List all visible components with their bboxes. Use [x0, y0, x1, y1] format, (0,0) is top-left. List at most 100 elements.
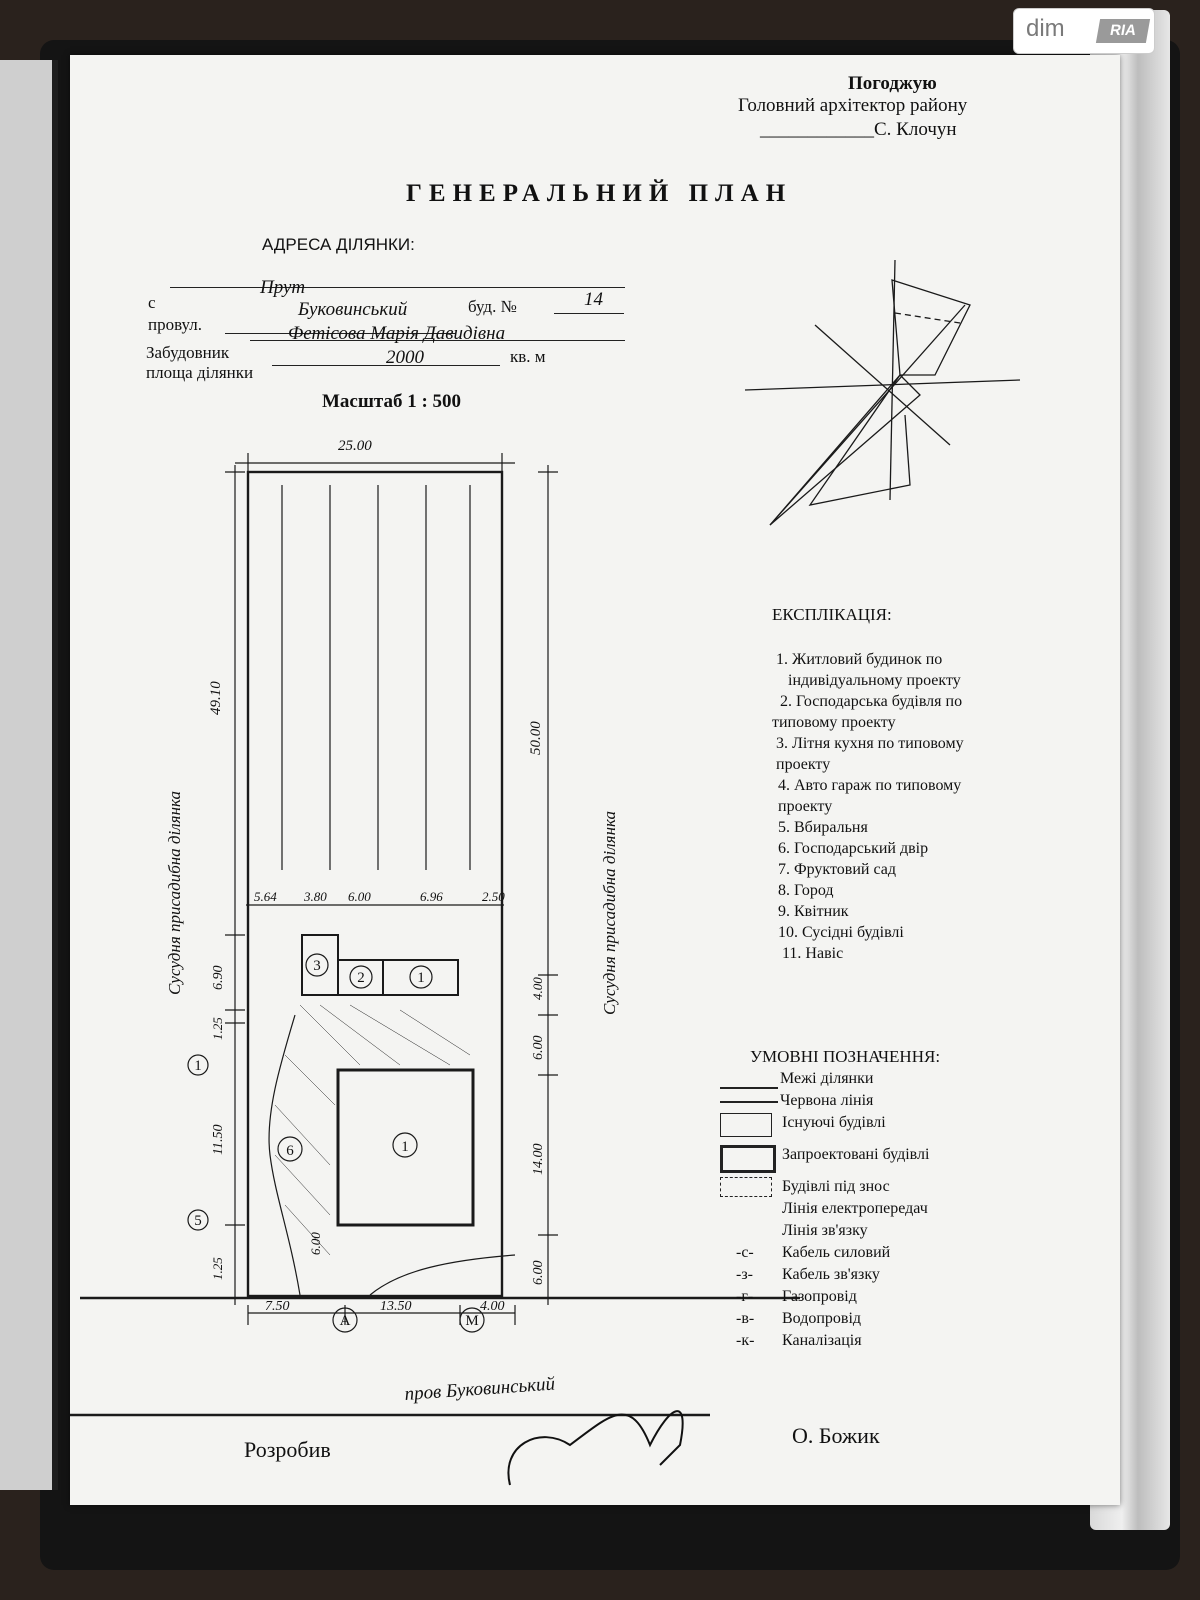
- plot-boundary: [246, 470, 504, 1298]
- legend-heading: УМОВНІ ПОЗНАЧЕННЯ:: [750, 1047, 941, 1066]
- dim-right: 14.00: [531, 1144, 546, 1176]
- marker-label: А: [340, 1313, 351, 1329]
- dim-right: 4.00: [530, 977, 545, 1000]
- explication-item: 7. Фруктовий сад: [778, 861, 896, 878]
- approval-agree: Погоджую: [848, 73, 937, 94]
- marker-label: 1: [417, 970, 425, 986]
- explication-item: 2. Господарська будівля по: [780, 693, 963, 710]
- dim-row: 2.50: [482, 889, 505, 904]
- signature-mark: [507, 1410, 684, 1486]
- building-line: [554, 313, 624, 314]
- dim-row: 3.80: [303, 889, 327, 904]
- legend-label: Водопровід: [782, 1310, 862, 1327]
- marker-label: 3: [313, 958, 321, 974]
- village-line: [170, 287, 625, 288]
- area-unit: кв. м: [510, 347, 546, 366]
- explication-item: 3. Літня кухня по типовому: [776, 735, 964, 752]
- explication-item: індивідуальному проекту: [788, 672, 961, 689]
- marker-label: 5: [194, 1213, 202, 1229]
- area-label: площа ділянки: [146, 363, 254, 382]
- dim-small: 6.00: [308, 1232, 323, 1255]
- area-value: 2000: [386, 347, 424, 368]
- legend-label: Лінія електропередач: [782, 1200, 928, 1217]
- lane-value: Буковинський: [298, 299, 408, 320]
- legend-label: Кабель силовий: [782, 1244, 891, 1261]
- dim-right: 6.00: [531, 1036, 546, 1061]
- legend-symbol: -в-: [736, 1310, 755, 1327]
- legend-symbol: -з-: [736, 1266, 753, 1283]
- developer-value: Фетісова Марія Давидівна: [288, 323, 506, 344]
- dim-bottom: 13.50: [380, 1299, 412, 1314]
- building-value: 14: [584, 289, 603, 310]
- dim-row: 6.00: [348, 889, 371, 904]
- marker-circle: [187, 1054, 209, 1076]
- marker-label: 2: [357, 970, 365, 986]
- marker-circle: [277, 1136, 303, 1162]
- lane-label: провул.: [148, 315, 203, 334]
- legend-label: Кабель зв'язку: [782, 1266, 880, 1283]
- marker-circle: [409, 965, 433, 989]
- area-line: [272, 365, 500, 366]
- legend-label: Запроектовані будівлі: [782, 1146, 930, 1163]
- scale-label: Масштаб 1 : 500: [322, 391, 462, 412]
- village-label: с: [148, 293, 156, 312]
- explication-item: 1. Житловий будинок по: [776, 651, 943, 668]
- building-label: буд. №: [468, 297, 517, 316]
- legend-label: Існуючі будівлі: [782, 1114, 886, 1131]
- dim-row: 6.96: [420, 889, 443, 904]
- building-house: [336, 1068, 475, 1227]
- dim-left: 6.90: [211, 966, 226, 991]
- address-heading: АДРЕСА ДІЛЯНКИ:: [262, 235, 415, 254]
- developer-label: Забудовник: [146, 343, 230, 362]
- marker-circle: [392, 1132, 418, 1158]
- developer-name: О. Божик: [792, 1423, 880, 1448]
- legend-symbol-designed: [720, 1145, 776, 1173]
- marker-label: 6: [286, 1143, 294, 1159]
- marker-circle: [459, 1307, 485, 1333]
- explication-item: 9. Квітник: [778, 903, 849, 920]
- explication-item: 11. Навіс: [782, 945, 844, 962]
- marker-circle: [187, 1209, 209, 1231]
- dim-right: 6.00: [531, 1261, 546, 1286]
- approval-signature-line: ____________С. Клочун: [760, 119, 957, 140]
- legend-label: Будівлі під знос: [782, 1178, 890, 1195]
- watermark-brand: RIA: [1095, 19, 1151, 43]
- legend-symbol: -к-: [736, 1332, 755, 1349]
- village-value: Прут: [260, 277, 306, 298]
- legend-symbol: -с-: [736, 1244, 754, 1261]
- neighbour-right-label: Сусудня присадибна ділянка: [600, 811, 619, 1015]
- dim-left-length: 49.10: [208, 681, 224, 715]
- marker-circle: [349, 965, 373, 989]
- lane-line: [225, 333, 455, 334]
- legend-label: Червона лінія: [780, 1092, 874, 1109]
- developer-line: [250, 340, 625, 341]
- legend-label: Газопровід: [782, 1288, 857, 1305]
- legend-label: Межі ділянки: [780, 1070, 874, 1087]
- page-title: ГЕНЕРАЛЬНИЙ ПЛАН: [406, 180, 793, 207]
- legend-symbol: -г-: [736, 1288, 754, 1305]
- marker-label: М: [465, 1313, 478, 1329]
- building-utility: [382, 959, 459, 996]
- marker-label: 1: [401, 1139, 409, 1155]
- explication-item: 10. Сусідні будівлі: [778, 924, 904, 941]
- explication-item: 6. Господарський двір: [778, 840, 929, 857]
- developed-by-label: Розробив: [244, 1437, 331, 1462]
- marker-circle: [332, 1307, 358, 1333]
- explication-item: 5. Вбиральня: [778, 819, 868, 836]
- street-name: пров Буковинський: [404, 1373, 556, 1404]
- explication-item: 8. Город: [778, 882, 834, 899]
- legend-symbol-existing: [720, 1113, 772, 1137]
- dim-ria-watermark: dim RIA: [1013, 8, 1155, 54]
- neighbour-left-label: Сусудня присадибна ділянка: [165, 791, 184, 995]
- legend-symbol-demolition: [720, 1177, 772, 1197]
- explication-heading: ЕКСПЛІКАЦІЯ:: [772, 605, 892, 624]
- watermark-site: dim: [1026, 15, 1065, 42]
- explication-item: проекту: [776, 756, 831, 773]
- dim-bottom: 4.00: [480, 1299, 505, 1314]
- site-plan-drawing: 3 2 1 1 6 1 5 А М 25.00 49.10 50.00 5.64…: [70, 259, 1021, 1486]
- dim-bottom: 7.50: [265, 1299, 290, 1314]
- legend-label: Лінія зв'язку: [782, 1222, 868, 1239]
- document-page: Погоджую Головний архітектор району ____…: [70, 55, 1120, 1505]
- legend-symbol-red-line: [720, 1101, 778, 1103]
- dim-left: 1.25: [210, 1017, 225, 1040]
